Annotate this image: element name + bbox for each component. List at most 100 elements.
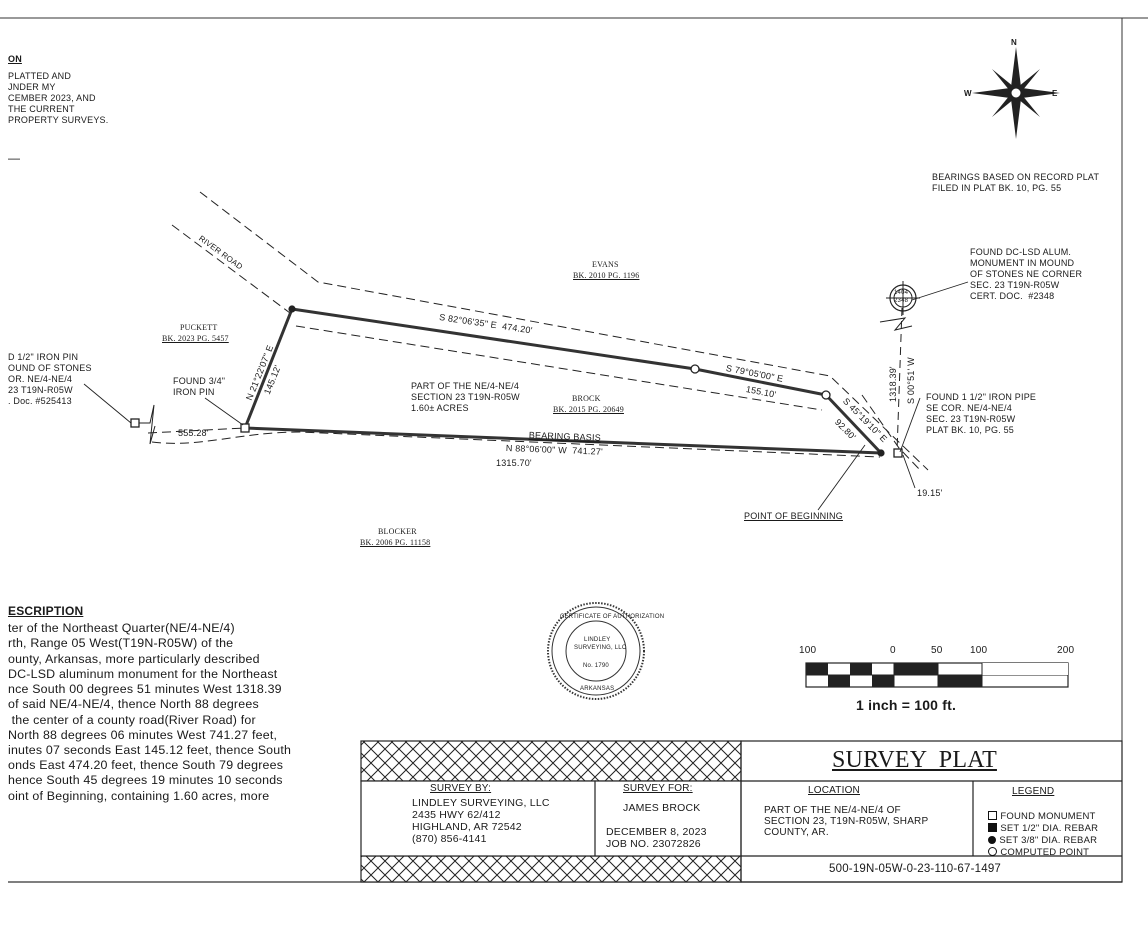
location-label: LOCATION [808,785,860,796]
certification-line-1: PLATTED AND [8,71,72,81]
ne-monument-note-1: FOUND DC-LSD ALUM. [970,247,1072,257]
certification-dash: — [8,151,21,165]
parcel-number: 500-19N-05W-0-23-110-67-1497 [829,863,1002,875]
legend-label: LEGEND [1012,786,1055,797]
break-symbol-west [139,404,156,445]
se-pipe-note-1: FOUND 1 1/2" IRON PIPE [926,392,1037,402]
monument-tag-top: 1404 [894,290,909,296]
description-line-8: North 88 degrees 06 minutes West 741.27 … [8,728,278,742]
computed-point-1 [690,364,700,374]
description-line-2: rth, Range 05 West(T19N-R05W) of the [8,636,234,650]
scale-label-100-right: 100 [970,645,988,656]
found-iron-pin-marker [240,423,250,433]
legend-item-set-half-rebar: SET 1/2" DIA. REBAR [977,812,1098,845]
surveyor-seal [547,602,645,700]
break-symbol-east [879,317,913,331]
found-monument-icon [988,811,998,820]
point-of-beginning-marker [877,449,885,457]
description-heading: ESCRIPTION [8,604,84,618]
survey-for-label: SURVEY FOR: [623,783,693,794]
legend-set-half-rebar-text: SET 1/2" DIA. REBAR [1000,823,1099,834]
certification-heading: ON [8,54,22,64]
scale-label-50: 50 [931,645,943,656]
seal-line-2: SURVEYING, LLC [574,645,627,651]
certification-line-2: JNDER MY [8,82,56,92]
legend-set-three-eighths-rebar-text: SET 3/8" DIA. REBAR [999,835,1098,846]
found-pin-note-2: IRON PIN [173,387,215,397]
survey-by-label: SURVEY BY: [430,783,492,794]
description-line-6: of said NE/4-NE/4, thence North 88 degre… [8,697,259,711]
tract-line-1: PART OF THE NE/4-NE/4 [411,381,520,391]
seal-line-1: LINDLEY [584,637,611,643]
set-three-eighths-rebar-icon [988,836,997,844]
description-line-9: inutes 07 seconds East 145.12 feet, then… [8,743,292,757]
left-iron-pin-marker [130,418,140,428]
se-pipe-note-3: SEC. 23 T19N-R05W [926,414,1016,424]
survey-plat-title: SURVEY PLAT [832,747,997,773]
computed-point-icon [988,847,998,856]
description-line-3: ounty, Arkansas, more particularly descr… [8,652,260,666]
legend-item-found-monument: FOUND MONUMENT [977,800,1096,833]
distance-555: 555.28' [178,428,209,438]
adjoiner-puckett-name: PUCKETT [180,323,218,332]
adjoiner-blocker-name: BLOCKER [378,527,417,536]
seal-ring-text: CERTIFICATE OF AUTHORIZATION [560,614,665,620]
description-line-1: ter of the Northeast Quarter(NE/4-NE/4) [8,621,235,635]
north-arrow-icon [972,47,1060,139]
scale-text: 1 inch = 100 ft. [856,697,957,713]
found-pin-note-1: FOUND 3/4" [173,376,226,386]
left-pin-note-1: D 1/2" IRON PIN [8,352,79,362]
point-of-beginning-label: POINT OF BEGINNING [744,511,843,521]
tract-line-3: 1.60± ACRES [411,403,469,413]
computed-point-2 [821,390,831,400]
description-line-10: onds East 474.20 feet, thence South 79 d… [8,758,284,772]
adjoiner-blocker-book: BK. 2006 PG. 11158 [360,538,431,547]
seal-state: ARKANSAS [580,686,615,692]
left-pin-note-2: OUND OF STONES [8,363,92,373]
description-line-11: hence South 45 degrees 19 minutes 10 sec… [8,773,283,787]
section-line [896,307,903,453]
ne-monument-note-3: OF STONES NE CORNER [970,269,1083,279]
west-letter: W [964,89,972,98]
monument-tag-bottom: 2348 [894,298,909,304]
title-block-frame [360,740,1123,883]
location-line-1: PART OF THE NE/4-NE/4 OF [764,805,901,816]
legend-item-set-three-eighths-rebar: SET 3/8" DIA. REBAR [977,824,1097,857]
distance-19: 19.15' [917,488,943,498]
se-pipe-note-2: SE COR. NE/4-NE/4 [926,403,1012,413]
ne-monument-note-4: SEC. 23 T19N-R05W [970,280,1060,290]
scale-label-200: 200 [1057,645,1075,656]
tract-boundary [243,307,883,455]
scale-label-100-left: 100 [799,645,817,656]
legend-computed-point-text: COMPUTED POINT [1000,847,1090,858]
left-pin-note-3: OR. NE/4-NE/4 [8,374,73,384]
bearings-note-2: FILED IN PLAT BK. 10, PG. 55 [932,183,1062,193]
survey-date: DECEMBER 8, 2023 [606,826,707,838]
tract-line-2: SECTION 23 T19N-R05W [411,392,520,402]
scale-bar [805,662,1069,688]
survey-by-line-1: LINDLEY SURVEYING, LLC [412,797,550,809]
river-road-lines [147,191,929,471]
set-half-rebar-icon [988,823,998,832]
bearings-note-1: BEARINGS BASED ON RECORD PLAT [932,172,1100,182]
legend-found-monument-text: FOUND MONUMENT [1000,811,1096,822]
description-line-5: nce South 00 degrees 51 minutes West 131… [8,682,282,696]
certification-line-4: THE CURRENT [8,104,75,114]
section-line-bearing: S 00°51' W [906,357,916,404]
se-iron-pipe-marker [893,448,903,458]
certification-line-5: PROPERTY SURVEYS. [8,115,109,125]
adjoiner-evans-book: BK. 2010 PG. 1196 [573,271,640,280]
description-line-4: DC-LSD aluminum monument for the Northea… [8,667,278,681]
certification-line-3: CEMBER 2023, AND [8,93,96,103]
point-north-west [288,305,296,313]
description-line-12: oint of Beginning, containing 1.60 acres… [8,789,270,803]
adjoiner-brock-name: BROCK [572,394,601,403]
survey-for-name: JAMES BROCK [623,802,701,814]
north-letter: N [1011,38,1017,47]
seal-number: No. 1790 [583,663,609,669]
survey-by-line-3: HIGHLAND, AR 72542 [412,821,522,833]
description-line-7: the center of a county road(River Road) … [8,713,256,727]
east-letter: E [1052,89,1058,98]
left-pin-note-5: . Doc. #525413 [8,396,72,406]
